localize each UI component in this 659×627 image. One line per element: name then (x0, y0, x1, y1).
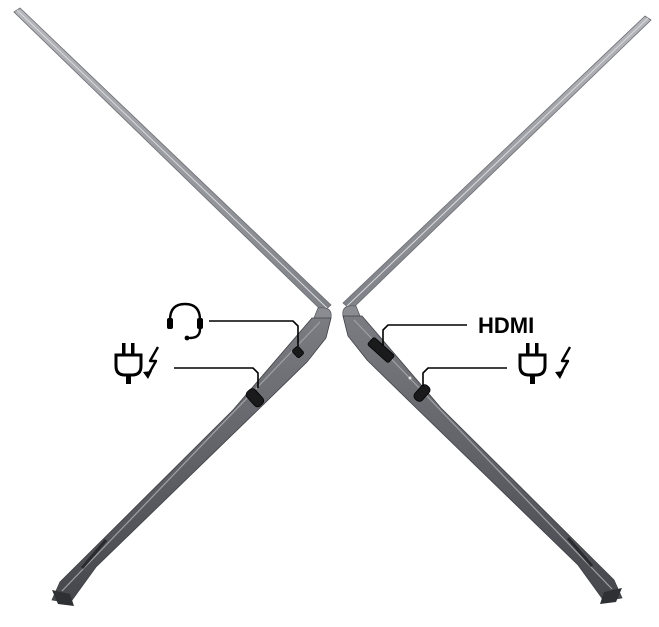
right-laptop-base (342, 315, 623, 602)
callout-line-power-left (174, 367, 259, 388)
callout-line-power-right (422, 367, 507, 386)
power-delivery-icon (518, 343, 572, 384)
power-delivery-icon (114, 343, 160, 384)
headset-icon (167, 302, 203, 341)
headset-jack-port (292, 346, 304, 358)
usb-c-power-port-right (413, 384, 431, 402)
left-laptop-base (51, 317, 332, 604)
left-laptop (13, 7, 332, 606)
callout-lines (174, 320, 507, 388)
callout-line-headset (209, 320, 299, 346)
hdmi-label: HDMI (478, 313, 534, 338)
usb-c-power-port-left (245, 388, 265, 408)
hdmi-port (367, 337, 395, 363)
right-laptop (342, 15, 652, 604)
callout-line-hdmi (382, 324, 467, 346)
